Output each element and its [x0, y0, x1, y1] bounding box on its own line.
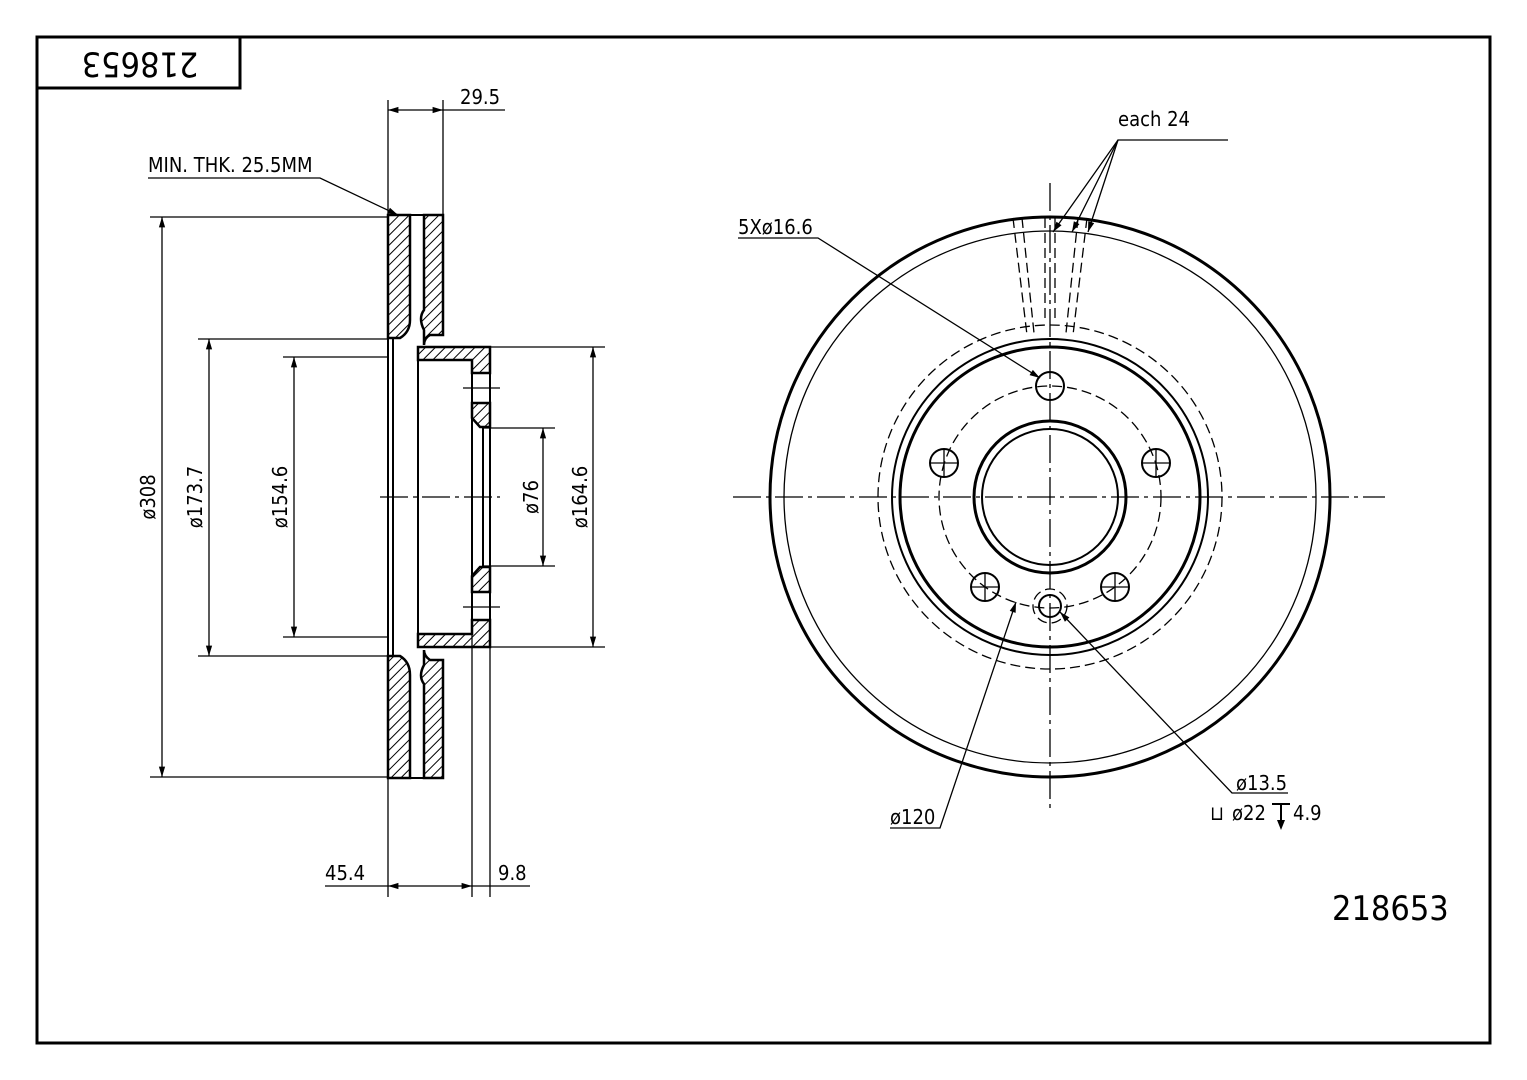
- dim-vanes: each 24: [1118, 107, 1190, 131]
- dim-offset: 45.4: [325, 861, 365, 885]
- dim-counterbore-diameter: ø22: [1232, 801, 1266, 825]
- dim-diameter-173: ø173.7: [183, 466, 207, 529]
- front-dimensions: each 24 5Xø16.6 ø120 ø13.5 ⊔ ø22 4.9: [738, 107, 1322, 830]
- dim-counterbore-depth: 4.9: [1293, 801, 1322, 825]
- mirrored-part-number: 218653: [82, 44, 199, 84]
- section-view: [380, 213, 500, 780]
- section-dimensions: 29.5 MIN. THK. 25.5MM ø308 ø173.7 ø154.6…: [136, 85, 605, 897]
- title-block: 218653: [37, 37, 242, 90]
- dim-total-width: 29.5: [460, 85, 500, 109]
- counterbore-symbol: ⊔: [1210, 801, 1224, 825]
- dim-bolt-holes: 5Xø16.6: [738, 215, 813, 239]
- dim-diameter-154: ø154.6: [268, 466, 292, 529]
- dim-pitch-circle: ø120: [890, 805, 935, 829]
- dim-hub-diameter: ø164.6: [568, 466, 592, 529]
- dim-hub-thickness: 9.8: [498, 861, 527, 885]
- part-number: 218653: [1332, 889, 1449, 929]
- front-view: [733, 183, 1385, 810]
- dim-outer-diameter: ø308: [136, 474, 160, 519]
- drawing-border: [35, 35, 1492, 1045]
- dim-min-thickness: MIN. THK. 25.5MM: [148, 153, 313, 177]
- bolt-holes: [929, 371, 1171, 624]
- dim-small-hole: ø13.5: [1236, 771, 1287, 795]
- dim-bore-diameter: ø76: [519, 480, 543, 514]
